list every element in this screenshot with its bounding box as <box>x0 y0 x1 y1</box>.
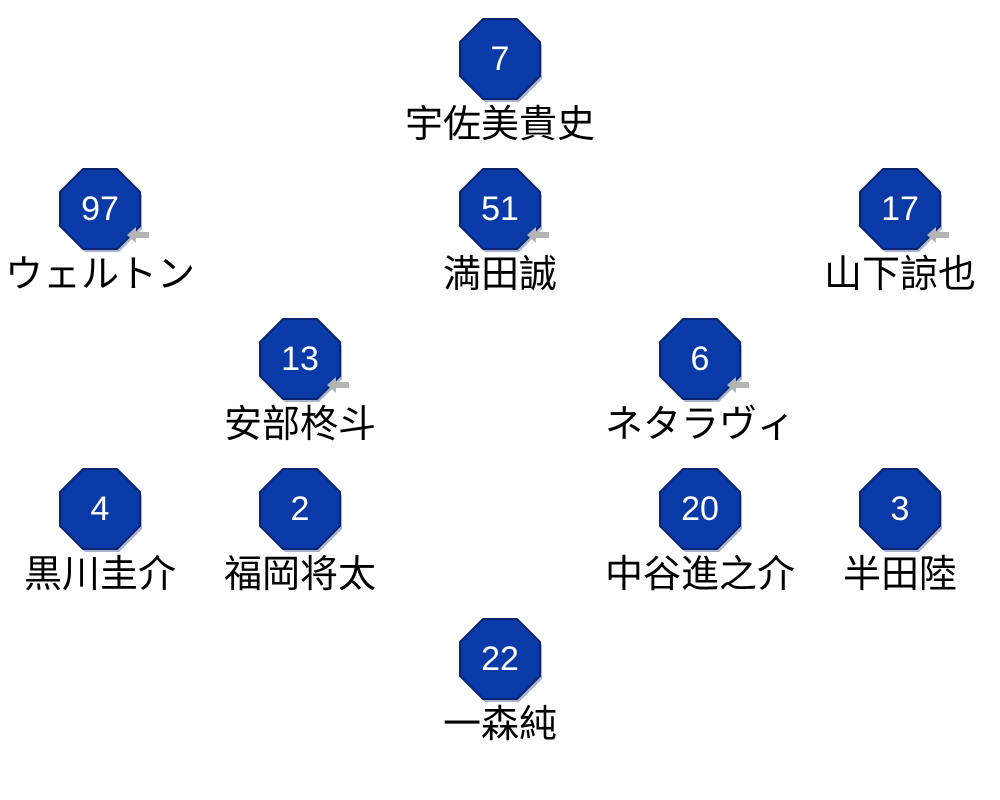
player-card: 13 安部柊斗 <box>200 318 400 446</box>
jersey-badge: 17 <box>859 168 949 252</box>
player-name: 中谷進之介 <box>604 552 795 596</box>
octagon-icon <box>659 468 742 552</box>
jersey-badge: 3 <box>859 468 942 552</box>
player-name: 半田陸 <box>842 552 957 596</box>
jersey-badge: 7 <box>459 18 542 102</box>
player-name: 一森純 <box>442 702 557 746</box>
player-name: 山下諒也 <box>823 252 976 296</box>
jersey-number: 3 <box>890 490 910 528</box>
substitution-arrow-icon <box>727 377 749 393</box>
jersey-badge: 6 <box>659 318 749 402</box>
player-card: 3 半田陸 <box>800 468 1000 596</box>
octagon-icon <box>459 168 542 252</box>
jersey-number: 13 <box>281 340 319 378</box>
player-card: 7 宇佐美貴史 <box>400 18 600 146</box>
jersey-badge: 20 <box>659 468 742 552</box>
octagon-icon <box>459 618 542 702</box>
jersey-badge: 22 <box>459 618 542 702</box>
jersey-number: 97 <box>81 190 119 228</box>
jersey-number: 17 <box>881 190 919 228</box>
jersey-number: 7 <box>490 40 510 78</box>
jersey-badge: 4 <box>59 468 142 552</box>
octagon-icon <box>59 168 142 252</box>
player-card: 2 福岡将太 <box>200 468 400 596</box>
jersey-badge: 13 <box>259 318 349 402</box>
player-card: 20 中谷進之介 <box>600 468 800 596</box>
octagon-icon <box>859 168 942 252</box>
octagon-icon <box>659 318 742 402</box>
octagon-icon <box>259 468 342 552</box>
octagon-icon <box>259 318 342 402</box>
jersey-number: 4 <box>90 490 110 528</box>
octagon-icon <box>459 18 542 102</box>
jersey-badge: 97 <box>59 168 149 252</box>
player-name: 安部柊斗 <box>223 402 376 446</box>
jersey-number: 51 <box>481 190 519 228</box>
jersey-number: 20 <box>681 490 719 528</box>
player-card: 51 満田誠 <box>400 168 600 296</box>
octagon-icon <box>59 468 142 552</box>
jersey-number: 2 <box>290 490 310 528</box>
jersey-number: 22 <box>481 640 519 678</box>
player-name: ネタラヴィ <box>604 402 795 446</box>
player-card: 97 ウェルトン <box>0 168 200 296</box>
substitution-arrow-icon <box>527 227 549 243</box>
player-name: 宇佐美貴史 <box>404 102 595 146</box>
jersey-badge: 51 <box>459 168 549 252</box>
substitution-arrow-icon <box>327 377 349 393</box>
substitution-arrow-icon <box>127 227 149 243</box>
jersey-number: 6 <box>690 340 710 378</box>
player-name: 満田誠 <box>442 252 557 296</box>
player-name: 福岡将太 <box>223 552 376 596</box>
player-name: 黒川圭介 <box>23 552 176 596</box>
player-card: 22 一森純 <box>400 618 600 746</box>
substitution-arrow-icon <box>927 227 949 243</box>
octagon-icon <box>859 468 942 552</box>
player-card: 6 ネタラヴィ <box>600 318 800 446</box>
player-card: 17 山下諒也 <box>800 168 1000 296</box>
jersey-badge: 2 <box>259 468 342 552</box>
player-name: ウェルトン <box>4 252 195 296</box>
player-card: 4 黒川圭介 <box>0 468 200 596</box>
